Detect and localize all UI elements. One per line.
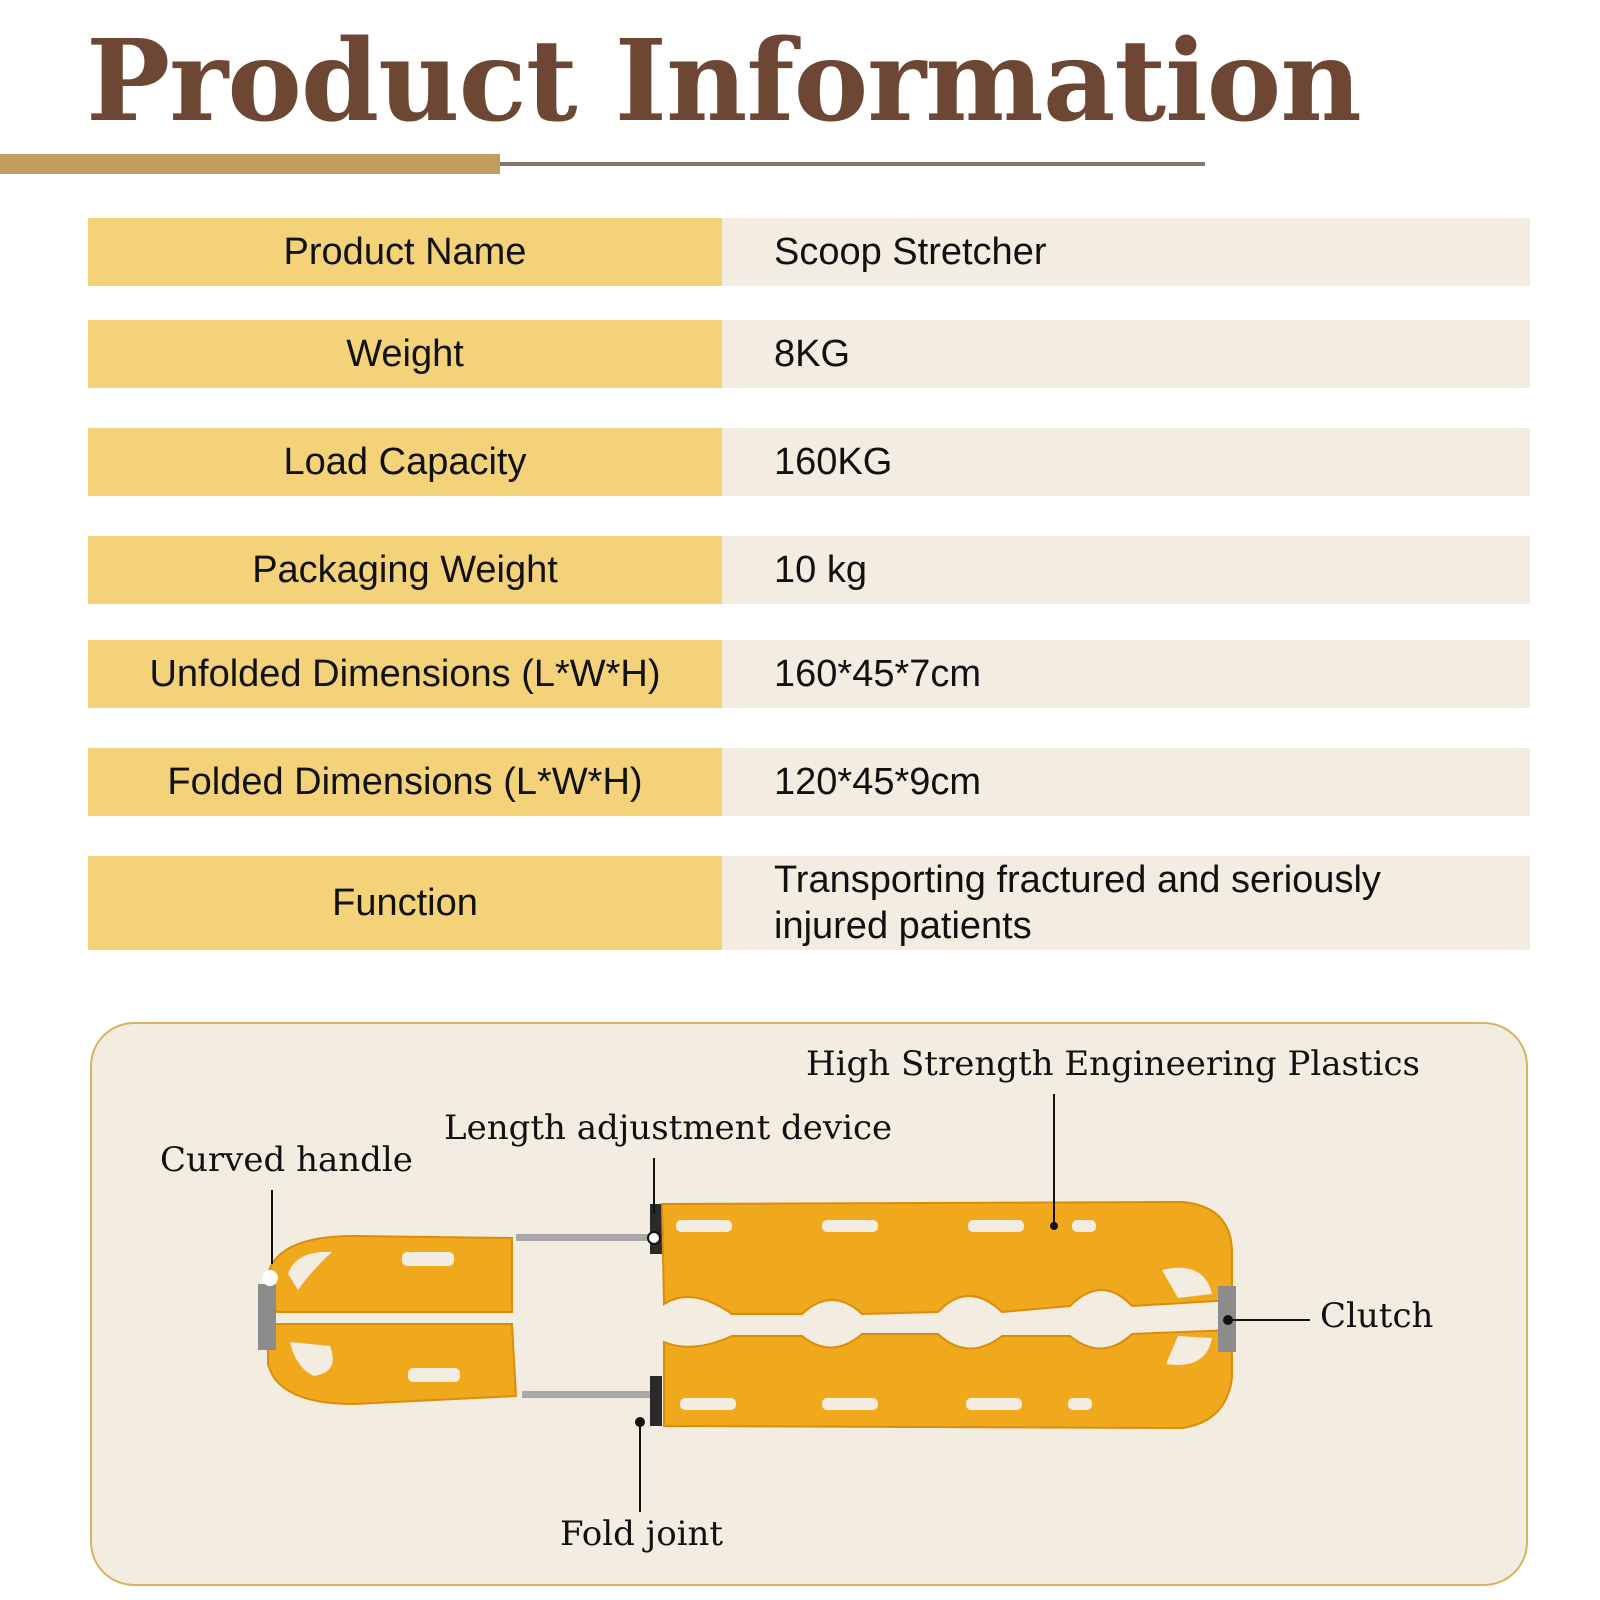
leader-dot <box>262 1270 278 1286</box>
handhold-slot <box>968 1220 1024 1232</box>
scoop-stretcher-illustration <box>258 1094 1310 1512</box>
spec-label: Product Name <box>88 218 722 286</box>
spec-value: Transporting fractured and seriously inj… <box>722 856 1530 950</box>
leader-dot <box>635 1417 645 1427</box>
stretcher-diagram: High Strength Engineering Plastics Lengt… <box>90 1022 1528 1586</box>
spec-row-product-name: Product Name Scoop Stretcher <box>88 218 1530 286</box>
page-title: Product Information <box>86 16 1362 147</box>
title-underline-rule <box>500 162 1205 166</box>
leader-dot <box>1050 1222 1058 1230</box>
curved-handle-opening <box>290 1342 333 1376</box>
lower-head-section <box>663 1328 1233 1430</box>
spec-value: 10 kg <box>722 536 1530 604</box>
curved-handle-opening <box>288 1251 332 1290</box>
handhold-slot <box>408 1368 460 1382</box>
upper-head-section <box>660 1200 1233 1316</box>
lower-telescoping-rod <box>522 1391 652 1398</box>
handhold-slot <box>676 1220 732 1232</box>
handhold-slot <box>680 1398 736 1410</box>
spec-label: Weight <box>88 320 722 388</box>
spec-value: 160*45*7cm <box>722 640 1530 708</box>
callout-fold-joint: Fold joint <box>560 1514 724 1554</box>
spec-row-packaging-weight: Packaging Weight 10 kg <box>88 536 1530 604</box>
spec-value: Scoop Stretcher <box>722 218 1530 286</box>
callout-curved-handle: Curved handle <box>160 1140 413 1180</box>
upper-telescoping-rod <box>516 1234 652 1241</box>
handhold-slot <box>1072 1220 1096 1232</box>
spec-row-unfolded-dimensions: Unfolded Dimensions (L*W*H) 160*45*7cm <box>88 640 1530 708</box>
leader-dot <box>1223 1315 1233 1325</box>
spec-label: Folded Dimensions (L*W*H) <box>88 748 722 816</box>
upper-length-connector <box>650 1204 662 1254</box>
spec-label: Unfolded Dimensions (L*W*H) <box>88 640 722 708</box>
spec-label: Load Capacity <box>88 428 722 496</box>
lower-fold-connector <box>650 1376 662 1426</box>
handhold-slot <box>1068 1398 1092 1410</box>
spec-value: 8KG <box>722 320 1530 388</box>
spec-row-weight: Weight 8KG <box>88 320 1530 388</box>
leader-dot <box>647 1231 661 1245</box>
curved-handle-opening <box>1166 1336 1212 1365</box>
spec-value: 120*45*9cm <box>722 748 1530 816</box>
lower-foot-section <box>267 1323 518 1406</box>
curved-handle-opening <box>1162 1267 1212 1298</box>
spec-row-load-capacity: Load Capacity 160KG <box>88 428 1530 496</box>
callout-plastics: High Strength Engineering Plastics <box>806 1044 1420 1084</box>
spec-value: 160KG <box>722 428 1530 496</box>
spec-label: Function <box>88 856 722 950</box>
title-underline-accent <box>0 154 500 174</box>
spec-row-function: Function Transporting fractured and seri… <box>88 856 1530 950</box>
foot-end-clutch <box>258 1284 276 1350</box>
handhold-slot <box>822 1220 878 1232</box>
spec-label: Packaging Weight <box>88 536 722 604</box>
callout-clutch: Clutch <box>1320 1296 1434 1336</box>
handhold-slot <box>822 1398 878 1410</box>
handhold-slot <box>966 1398 1022 1410</box>
spec-row-folded-dimensions: Folded Dimensions (L*W*H) 120*45*9cm <box>88 748 1530 816</box>
callout-length-adjustment: Length adjustment device <box>444 1108 893 1148</box>
handhold-slot <box>402 1252 454 1266</box>
